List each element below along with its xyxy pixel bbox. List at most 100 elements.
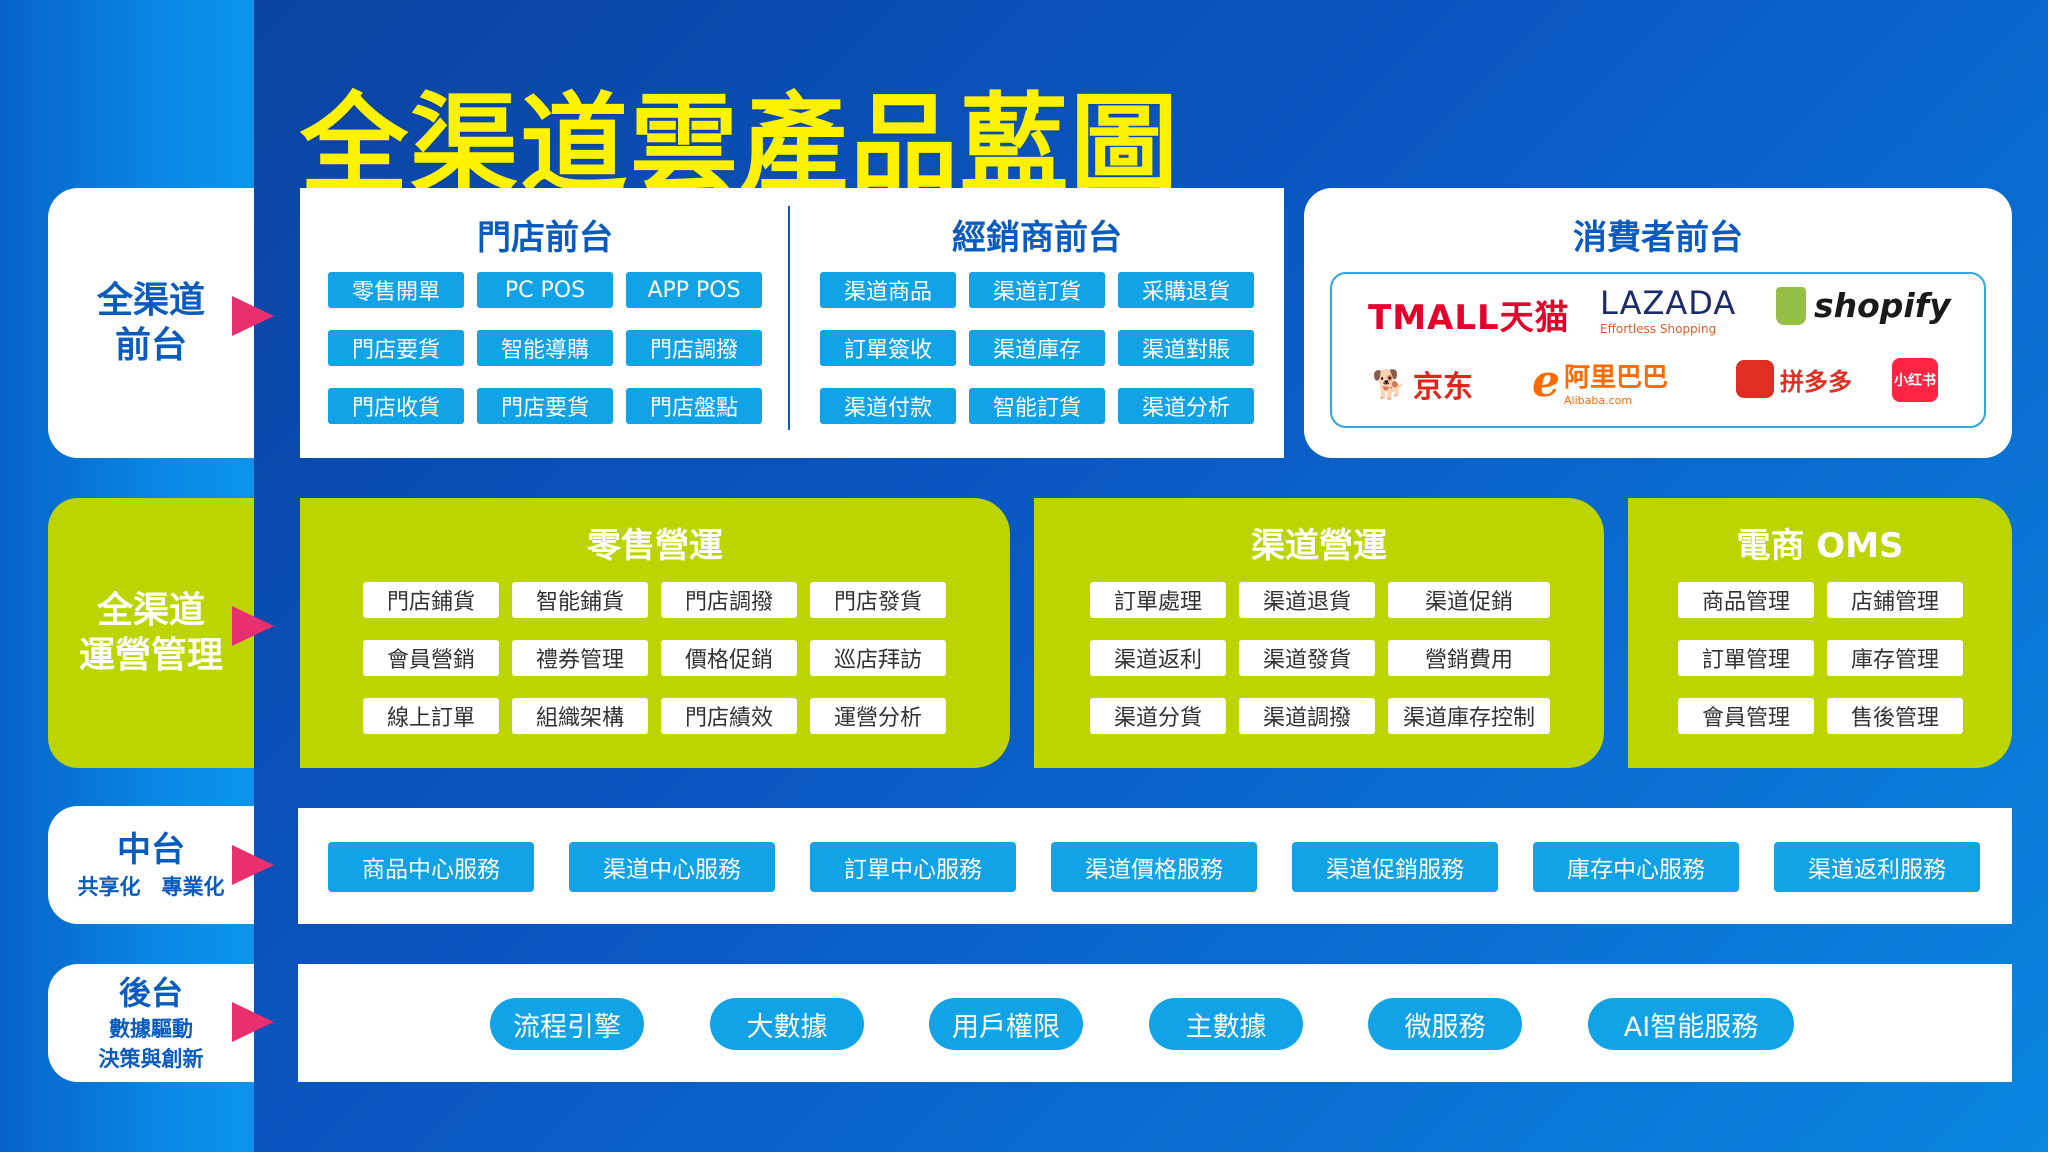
row-label-back: 後台 數據驅動 決策與創新: [48, 964, 254, 1082]
jd-dog-icon: 🐕: [1372, 367, 1407, 401]
row-label-middle: 中台 共享化 專業化: [48, 806, 254, 924]
row-label-back-main: 後台: [118, 973, 183, 1012]
back-service-pill[interactable]: 微服務: [1368, 998, 1522, 1050]
channel-ops-item[interactable]: 營銷費用: [1388, 640, 1550, 676]
channel-ops-item[interactable]: 渠道調撥: [1239, 698, 1375, 734]
middle-service-item[interactable]: 訂單中心服務: [810, 842, 1016, 892]
retail-ops-item[interactable]: 門店績效: [661, 698, 797, 734]
back-service-pill[interactable]: AI智能服務: [1588, 998, 1794, 1050]
back-service-pill[interactable]: 用戶權限: [929, 998, 1083, 1050]
row-label-back-sub2: 決策與創新: [98, 1047, 204, 1071]
dealer-front-title: 經銷商前台: [952, 218, 1122, 258]
channel-ops-item[interactable]: 渠道促銷: [1388, 582, 1550, 618]
dealer-front-item[interactable]: 采購退貨: [1118, 272, 1254, 308]
channel-ops-title: 渠道營運: [1251, 526, 1387, 566]
store-front-item[interactable]: 門店要貨: [328, 330, 464, 366]
dealer-front-item[interactable]: 智能訂貨: [969, 388, 1105, 424]
back-service-pill[interactable]: 主數據: [1149, 998, 1303, 1050]
middle-service-item[interactable]: 庫存中心服務: [1533, 842, 1739, 892]
retail-ops-item[interactable]: 門店調撥: [661, 582, 797, 618]
store-front-item[interactable]: 零售開單: [328, 272, 464, 308]
channel-ops-item[interactable]: 渠道返利: [1090, 640, 1226, 676]
front-divider: [788, 206, 790, 430]
retail-ops-item[interactable]: 巡店拜訪: [810, 640, 946, 676]
dealer-front-item[interactable]: 渠道訂貨: [969, 272, 1105, 308]
store-front-title: 門店前台: [477, 218, 613, 258]
dealer-front-item[interactable]: 訂單簽收: [820, 330, 956, 366]
ecom-oms-item[interactable]: 店鋪管理: [1827, 582, 1963, 618]
retail-ops-item[interactable]: 門店鋪貨: [363, 582, 499, 618]
middle-service-item[interactable]: 商品中心服務: [328, 842, 534, 892]
dealer-front-item[interactable]: 渠道分析: [1118, 388, 1254, 424]
back-service-pill[interactable]: 大數據: [710, 998, 864, 1050]
pdd-logo: 拼多多: [1736, 360, 1852, 398]
ecom-oms-title: 電商 OMS: [1736, 526, 1904, 566]
channel-ops-item[interactable]: 渠道發貨: [1239, 640, 1375, 676]
ecom-oms-grid: 商品管理店鋪管理訂單管理庫存管理會員管理售後管理: [1678, 582, 1963, 734]
retail-ops-item[interactable]: 會員營銷: [363, 640, 499, 676]
retail-ops-grid: 門店鋪貨智能鋪貨門店調撥門店發貨會員營銷禮券管理價格促銷巡店拜訪線上訂單組織架構…: [363, 582, 946, 734]
row-arrow-front-icon: [232, 296, 274, 336]
retail-ops-item[interactable]: 門店發貨: [810, 582, 946, 618]
jd-logo: 🐕 京东: [1372, 362, 1473, 406]
jd-wordmark: 京东: [1412, 370, 1473, 405]
store-front-item[interactable]: 門店盤點: [626, 388, 762, 424]
ecom-oms-item[interactable]: 商品管理: [1678, 582, 1814, 618]
store-front-item[interactable]: 智能導購: [477, 330, 613, 366]
alibaba-swirl-icon: ℯ: [1532, 356, 1560, 407]
store-front-item[interactable]: APP POS: [626, 272, 762, 308]
channel-ops-item[interactable]: 訂單處理: [1090, 582, 1226, 618]
row-arrow-middle-icon: [232, 845, 274, 885]
page-title: 全渠道雲產品藍圖: [300, 83, 1181, 208]
dealer-front-item[interactable]: 渠道對賬: [1118, 330, 1254, 366]
row-label-ops-line1: 全渠道: [96, 590, 205, 631]
back-service-pill[interactable]: 流程引擎: [490, 998, 644, 1050]
ecom-oms-item[interactable]: 訂單管理: [1678, 640, 1814, 676]
row-label-back-sub1: 數據驅動: [109, 1016, 193, 1041]
middle-service-item[interactable]: 渠道中心服務: [569, 842, 775, 892]
channel-ops-grid: 訂單處理渠道退貨渠道促銷渠道返利渠道發貨營銷費用渠道分貨渠道調撥渠道庫存控制: [1090, 582, 1550, 734]
ecom-oms-item[interactable]: 售後管理: [1827, 698, 1963, 734]
shopify-bag-icon: [1776, 286, 1806, 325]
alibaba-wordmark: 阿里巴巴: [1564, 362, 1669, 393]
channel-ops-item[interactable]: 渠道分貨: [1090, 698, 1226, 734]
retail-ops-item[interactable]: 價格促銷: [661, 640, 797, 676]
shopify-wordmark: shopify: [1814, 286, 1951, 325]
retail-ops-item[interactable]: 組織架構: [512, 698, 648, 734]
middle-service-item[interactable]: 渠道價格服務: [1051, 842, 1257, 892]
channel-ops-item[interactable]: 渠道退貨: [1239, 582, 1375, 618]
row-arrow-back-icon: [232, 1002, 274, 1042]
dealer-front-item[interactable]: 渠道庫存: [969, 330, 1105, 366]
lazada-tagline: Effortless Shopping: [1600, 322, 1717, 336]
middle-services-grid: 商品中心服務渠道中心服務訂單中心服務渠道價格服務渠道促銷服務庫存中心服務渠道返利…: [328, 842, 1980, 892]
shopify-logo: shopify: [1776, 286, 1951, 325]
retail-ops-item[interactable]: 禮券管理: [512, 640, 648, 676]
store-front-item[interactable]: 門店收貨: [328, 388, 464, 424]
ecom-oms-item[interactable]: 庫存管理: [1827, 640, 1963, 676]
row-label-middle-sub: 共享化 專業化: [77, 875, 225, 900]
middle-service-item[interactable]: 渠道促銷服務: [1292, 842, 1498, 892]
store-front-item[interactable]: 門店調撥: [626, 330, 762, 366]
xhs-logo: 小红书: [1892, 358, 1938, 402]
alibaba-tagline: Alibaba.com: [1564, 393, 1633, 407]
lazada-wordmark: LAZADA: [1600, 284, 1737, 322]
consumer-front-title: 消費者前台: [1573, 218, 1743, 258]
panel-ecom-oms: 電商 OMS 商品管理店鋪管理訂單管理庫存管理會員管理售後管理: [1628, 498, 2012, 768]
retail-ops-item[interactable]: 運營分析: [810, 698, 946, 734]
channel-ops-item[interactable]: 渠道庫存控制: [1388, 698, 1550, 734]
row-label-ops-line2: 運營管理: [78, 635, 223, 676]
dealer-front-item[interactable]: 渠道商品: [820, 272, 956, 308]
tmall-logo: TMALL天猫: [1368, 298, 1570, 338]
pdd-heart-icon: [1736, 360, 1774, 398]
middle-service-item[interactable]: 渠道返利服務: [1774, 842, 1980, 892]
ecom-oms-item[interactable]: 會員管理: [1678, 698, 1814, 734]
store-front-item[interactable]: PC POS: [477, 272, 613, 308]
row-arrow-ops-icon: [232, 606, 274, 646]
panel-middle-services: 商品中心服務渠道中心服務訂單中心服務渠道價格服務渠道促銷服務庫存中心服務渠道返利…: [298, 808, 2012, 924]
store-front-item[interactable]: 門店要貨: [477, 388, 613, 424]
panel-retail-ops: 零售營運 門店鋪貨智能鋪貨門店調撥門店發貨會員營銷禮券管理價格促銷巡店拜訪線上訂…: [300, 498, 1010, 768]
dealer-front-item[interactable]: 渠道付款: [820, 388, 956, 424]
retail-ops-item[interactable]: 線上訂單: [363, 698, 499, 734]
retail-ops-item[interactable]: 智能鋪貨: [512, 582, 648, 618]
